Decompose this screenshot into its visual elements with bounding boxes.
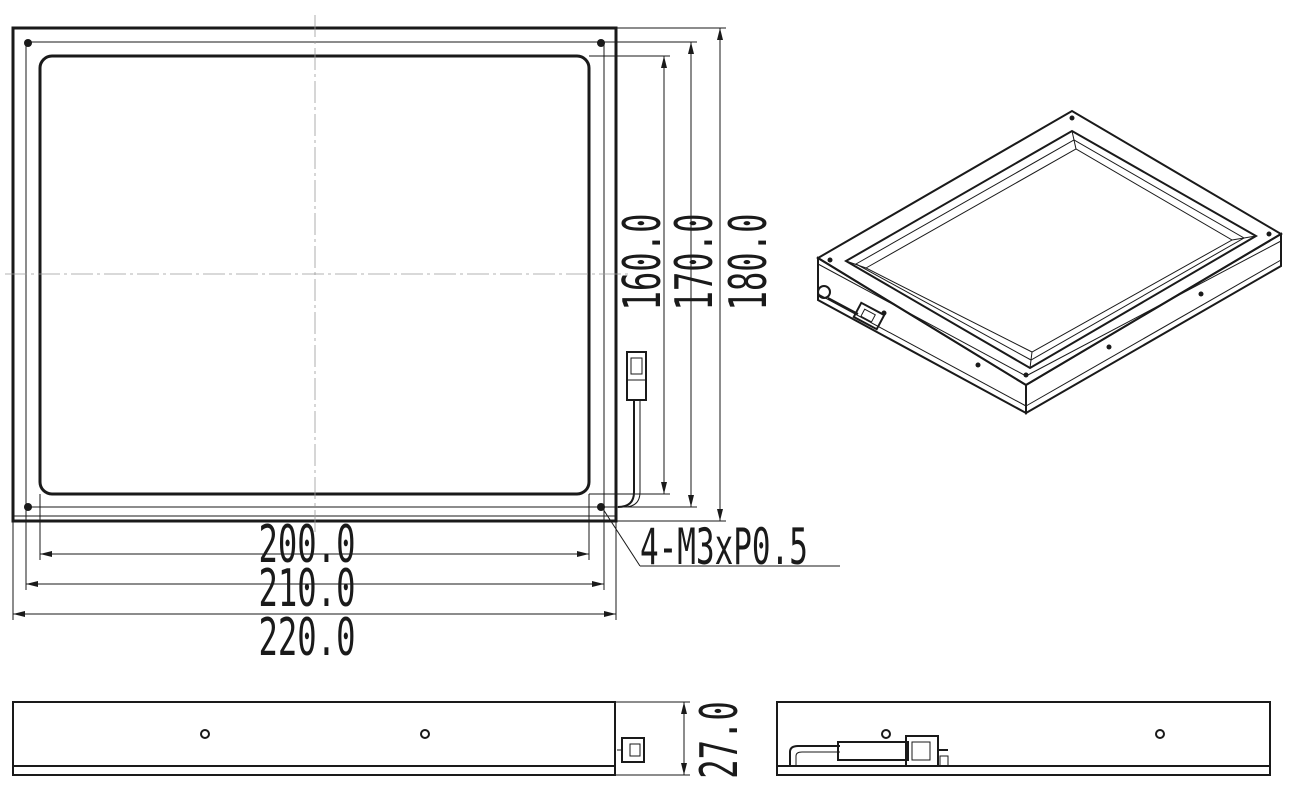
side-connector-icon — [617, 737, 645, 763]
side-cable-connector-icon — [789, 735, 949, 767]
iso-connector-icon — [817, 285, 886, 331]
front-view — [5, 15, 647, 535]
height-inner-label: 160.0 — [613, 213, 673, 310]
side-hole-icon — [1155, 729, 1165, 739]
mount-hole-icon — [24, 39, 32, 47]
thread-callout-label: 4-M3xP0.5 — [640, 517, 808, 576]
width-mid-label: 210.0 — [258, 559, 355, 619]
thread-callout: 4-M3xP0.5 — [602, 508, 840, 576]
side-hole-icon — [881, 729, 891, 739]
inner-window — [38, 54, 591, 496]
height-mid-label: 170.0 — [665, 213, 725, 310]
width-inner-label: 200.0 — [258, 515, 355, 575]
isometric-view — [816, 109, 1283, 415]
side-view-left: 27.0 — [12, 701, 750, 779]
mount-hole-icon — [597, 39, 605, 47]
thickness-label: 27.0 — [690, 701, 750, 779]
width-outer-label: 220.0 — [258, 608, 355, 668]
cable-connector-icon — [617, 351, 647, 508]
outer-frame — [11, 26, 618, 523]
height-dimensions: 160.0 170.0 180.0 — [589, 27, 779, 522]
side-hole-icon — [420, 729, 430, 739]
side-view-right — [776, 701, 1271, 776]
width-dimensions: 200.0 210.0 220.0 — [12, 494, 617, 668]
side-hole-icon — [200, 729, 210, 739]
mount-hole-icon — [24, 503, 32, 511]
height-outer-label: 180.0 — [719, 213, 779, 310]
